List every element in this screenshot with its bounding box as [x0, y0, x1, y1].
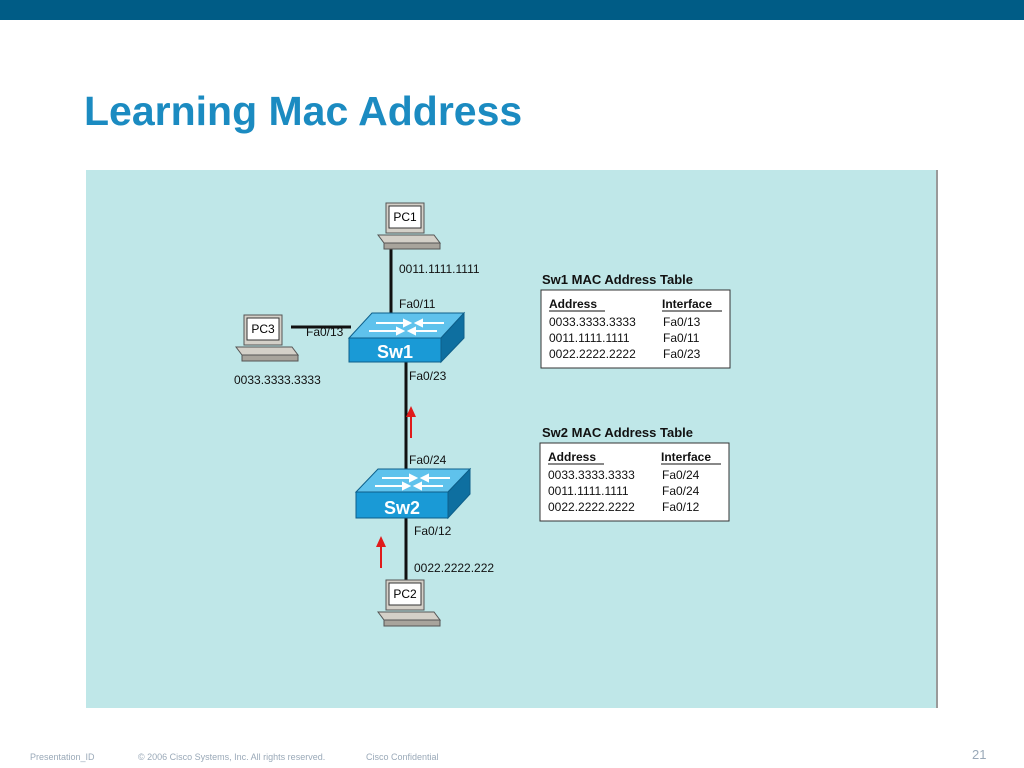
pc3-mac: 0033.3333.3333	[234, 373, 321, 387]
sw2-table-address: 0022.2222.2222	[548, 500, 635, 514]
sw2-table-header-address: Address	[548, 450, 596, 464]
sw1-table-header-interface: Interface	[662, 297, 712, 311]
pc2-icon: PC2	[377, 579, 441, 627]
sw2-table-interface: Fa0/24	[662, 468, 700, 482]
sw1-mac-table: Sw1 MAC Address Table Address Interface …	[540, 272, 731, 369]
frame-direction-arrow	[406, 406, 416, 438]
sw2-table-interface: Fa0/12	[662, 500, 700, 514]
pc2-label: PC2	[393, 587, 417, 601]
page-number: 21	[972, 747, 987, 762]
pc1-icon: PC1	[377, 202, 441, 250]
sw1-port-pc3: Fa0/13	[306, 325, 344, 339]
sw2-table-address: 0011.1111.1111	[548, 484, 629, 498]
sw1-table-header-address: Address	[549, 297, 597, 311]
cables	[291, 245, 408, 590]
pc2-mac: 0022.2222.222	[414, 561, 494, 575]
sw2-table-header-interface: Interface	[661, 450, 711, 464]
sw2-label: Sw2	[384, 498, 420, 518]
sw2-port-pc2: Fa0/12	[414, 524, 452, 538]
diagram-canvas: PC1 PC3 PC2 Sw1 Sw2	[234, 202, 731, 627]
sw1-table-title: Sw1 MAC Address Table	[542, 272, 693, 287]
pc3-label: PC3	[251, 322, 275, 336]
sw1-switch-icon: Sw1	[347, 311, 466, 364]
sw1-table-interface: Fa0/13	[663, 315, 701, 329]
sw1-table-address: 0022.2222.2222	[549, 347, 636, 361]
sw1-table-address: 0033.3333.3333	[549, 315, 636, 329]
sw2-mac-table: Sw2 MAC Address Table Address Interface …	[539, 425, 730, 522]
network-diagram: PC1 PC3 PC2 Sw1 Sw2	[86, 170, 938, 708]
sw1-table-interface: Fa0/23	[663, 347, 701, 361]
footer-presentation-id: Presentation_ID	[30, 752, 95, 762]
sw1-label: Sw1	[377, 342, 413, 362]
pc1-mac: 0011.1111.1111	[399, 262, 480, 276]
sw1-table-interface: Fa0/11	[663, 331, 700, 345]
sw2-switch-icon: Sw2	[354, 467, 472, 520]
frame-direction-arrow	[376, 536, 386, 568]
slide-title: Learning Mac Address	[84, 88, 523, 134]
footer-confidential: Cisco Confidential	[366, 752, 439, 762]
sw1-port-sw2: Fa0/23	[409, 369, 447, 383]
sw1-table-address: 0011.1111.1111	[549, 331, 630, 345]
pc3-icon: PC3	[235, 314, 299, 362]
sw2-table-title: Sw2 MAC Address Table	[542, 425, 693, 440]
sw2-table-interface: Fa0/24	[662, 484, 700, 498]
pc1-label: PC1	[393, 210, 417, 224]
footer-copyright: © 2006 Cisco Systems, Inc. All rights re…	[138, 752, 326, 762]
sw2-port-sw1: Fa0/24	[409, 453, 447, 467]
top-bar	[0, 0, 1024, 20]
sw2-table-address: 0033.3333.3333	[548, 468, 635, 482]
sw1-port-pc1: Fa0/11	[399, 297, 436, 311]
